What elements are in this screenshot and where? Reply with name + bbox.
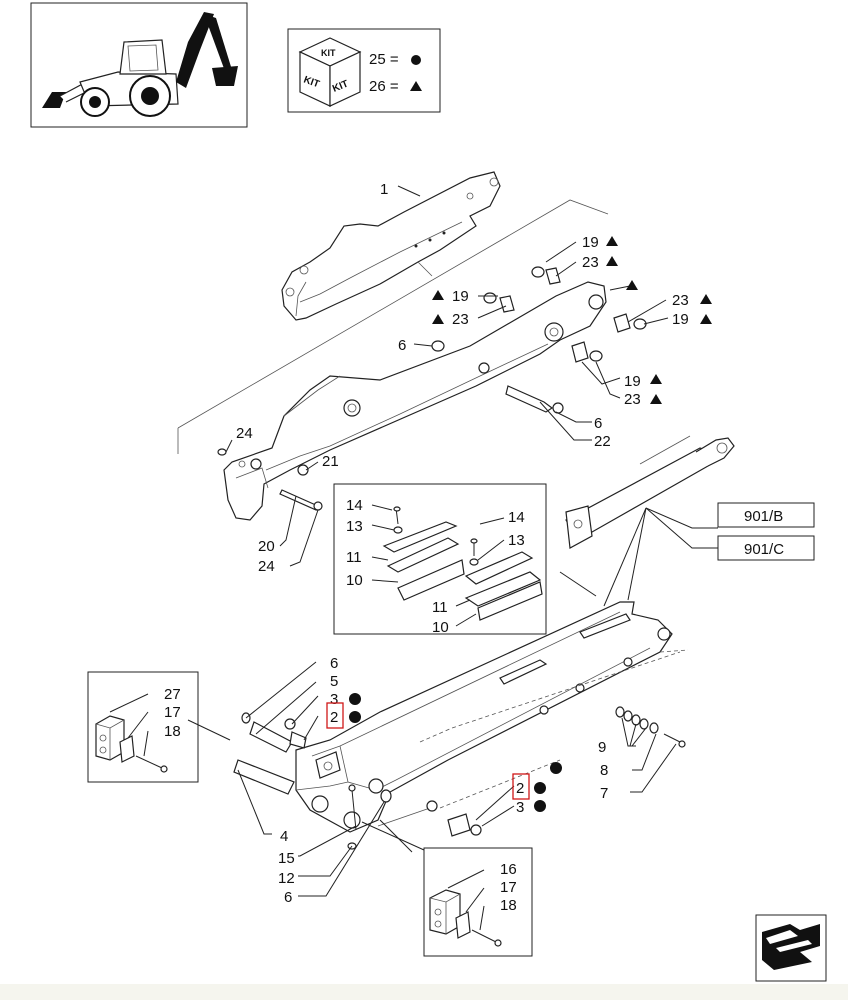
hydraulic-cylinder — [565, 435, 735, 549]
inset-left-bracket — [87, 671, 199, 783]
wear-pads-inset — [333, 483, 547, 635]
ref-901-c-box — [717, 535, 815, 561]
lower-dipper-body — [295, 601, 689, 833]
kit-top-label: KIT — [321, 48, 336, 58]
ref-901-b-link[interactable]: 901/B — [717, 502, 815, 528]
triangle-marker-icon — [410, 81, 422, 91]
label-19-d: 19 — [624, 373, 641, 390]
label-23-b: 23 — [452, 311, 469, 328]
label-13-a: 13 — [346, 518, 363, 535]
circle-marker-3a-icon — [349, 693, 361, 705]
inset-bottom-bracket — [423, 847, 533, 957]
circle-marker-2a-icon — [349, 711, 361, 723]
pins-left-group — [233, 712, 482, 850]
circle-marker-3b-icon — [534, 800, 546, 812]
label-24-a: 24 — [236, 425, 253, 442]
kit-legend: KIT KIT KIT 25 = 26 = — [287, 28, 441, 113]
label-4: 4 — [280, 828, 288, 845]
label-3-b: 3 — [516, 799, 524, 816]
label-6-b: 6 — [594, 415, 602, 432]
label-10-a: 10 — [346, 572, 363, 589]
ref-901-c-link[interactable]: 901/C — [717, 535, 815, 561]
label-8: 8 — [600, 762, 608, 779]
highlight-2-a[interactable] — [326, 702, 344, 729]
ref-901-b-text: 901/B — [744, 508, 783, 525]
label-1: 1 — [380, 181, 388, 198]
machine-thumbnail — [30, 2, 248, 128]
kit-left-label: KIT — [302, 74, 321, 90]
label-14-a: 14 — [346, 497, 363, 514]
label-19-c: 19 — [672, 311, 689, 328]
label-13-b: 13 — [508, 532, 525, 549]
highlight-2-b[interactable] — [512, 773, 530, 800]
kit-cube-icon — [298, 37, 362, 107]
dipper-arm — [223, 281, 607, 521]
label-10-b: 10 — [432, 619, 449, 636]
label-19-a: 19 — [582, 234, 599, 251]
label-7: 7 — [600, 785, 608, 802]
label-18-b: 18 — [500, 897, 517, 914]
label-17-b: 17 — [500, 879, 517, 896]
label-15: 15 — [278, 850, 295, 867]
label-2-b: 2 — [516, 780, 524, 797]
backhoe-loader-icon — [42, 12, 238, 117]
label-6-d: 6 — [284, 889, 292, 906]
upper-boom-arm — [281, 171, 501, 321]
label-17-a: 17 — [164, 704, 181, 721]
label-22: 22 — [594, 433, 611, 450]
label-23-c: 23 — [672, 292, 689, 309]
label-3-a: 3 — [330, 691, 338, 708]
label-6-c: 6 — [330, 655, 338, 672]
ref-901-c-text: 901/C — [744, 541, 784, 558]
label-2-a: 2 — [330, 709, 338, 726]
label-23-d: 23 — [624, 391, 641, 408]
label-27: 27 — [164, 686, 181, 703]
label-5: 5 — [330, 673, 338, 690]
circle-marker-2b-icon — [534, 782, 546, 794]
footer-band — [0, 984, 848, 1000]
label-11-b: 11 — [432, 599, 448, 616]
arrow-navigation-icon — [762, 924, 820, 970]
ref-901-b-box — [717, 502, 815, 528]
kit-row1-ref: 25 = — [369, 51, 399, 68]
label-14-b: 14 — [508, 509, 525, 526]
label-12: 12 — [278, 870, 295, 887]
next-page-button[interactable] — [755, 914, 827, 982]
label-19-b: 19 — [452, 288, 469, 305]
kit-row2-ref: 26 = — [369, 78, 399, 95]
bolt-washer-stack — [615, 706, 686, 748]
label-9: 9 — [598, 739, 606, 756]
label-21: 21 — [322, 453, 339, 470]
circle-marker-orphan-icon — [550, 762, 562, 774]
label-18-a: 18 — [164, 723, 181, 740]
circle-marker-icon — [411, 55, 421, 65]
label-24-b: 24 — [258, 558, 275, 575]
pin-and-bushings-upper — [217, 266, 647, 511]
next-page-frame — [755, 914, 827, 982]
label-11-a: 11 — [346, 549, 362, 566]
label-6-a: 6 — [398, 337, 406, 354]
label-20: 20 — [258, 538, 275, 555]
label-23-a: 23 — [582, 254, 599, 271]
label-16: 16 — [500, 861, 517, 878]
